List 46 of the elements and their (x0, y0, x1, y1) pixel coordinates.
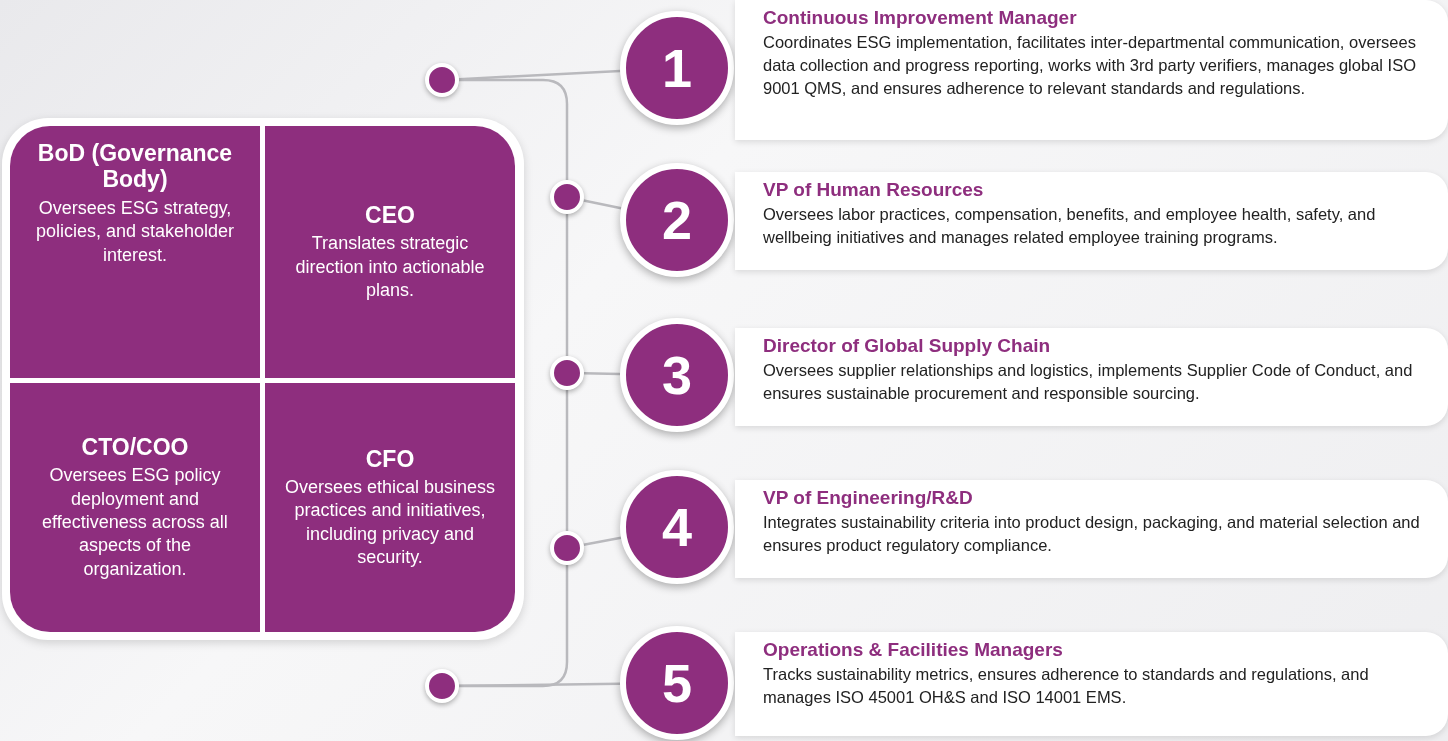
connector-line (565, 214, 569, 356)
role-card (735, 632, 1448, 736)
puzzle-piece (10, 383, 260, 632)
connector-dot (425, 669, 459, 703)
role-description: Integrates sustainability criteria into product design, packaging, and material selection and ensures product regulatory compliance. (763, 511, 1421, 556)
connector-line (583, 199, 622, 210)
connector-line (583, 372, 621, 376)
connector-dot (425, 63, 459, 97)
role-card (735, 328, 1448, 426)
role-card (735, 172, 1448, 270)
connector-dot (550, 531, 584, 565)
role-description: Oversees ethical business practices and initiatives, including privacy and security. (283, 475, 497, 570)
connector-line (458, 69, 621, 81)
role-title: Operations & Facilities Managers (763, 638, 1064, 662)
role-description: Translates strategic direction into actionable plans. (294, 232, 486, 302)
number-circle: 4 (620, 470, 734, 584)
number-circle: 5 (620, 626, 734, 740)
number-circle: 3 (620, 318, 734, 432)
role-title: CEO (365, 201, 415, 229)
role-title: CFO (365, 445, 415, 472)
role-description: Coordinates ESG implementation, facilitates inter-departmental communication, oversees data collection and progress reporting, works with 3rd party verifiers, manages global ISO 9001 QMS, and ensures adherence to relevant standards and regulations. (763, 31, 1417, 99)
number-circle: 2 (620, 163, 734, 277)
role-description: Tracks sustainability metrics, ensures adherence to standards and regulations, and manages ISO 45001 OH&S and ISO 14001 EMS. (763, 663, 1370, 708)
connector-line (565, 390, 569, 531)
role-description: Oversees labor practices, compensation, benefits, and employee health, safety, and wellbeing initiatives and manages related employee training programs. (763, 203, 1377, 248)
puzzle-piece (265, 126, 515, 378)
role-card (735, 480, 1448, 578)
connector-line (459, 78, 569, 180)
role-title: Continuous Improvement Manager (763, 6, 1078, 30)
role-card (735, 0, 1448, 140)
role-title: VP of Engineering/R&D (763, 486, 974, 510)
connector-line (459, 682, 620, 688)
role-description: Oversees ESG strategy, policies, and stakeholder interest. (34, 196, 236, 267)
role-title: VP of Human Resources (763, 178, 985, 202)
connector-dot (550, 180, 584, 214)
role-title: BoD (Governance Body) (36, 140, 234, 193)
puzzle-piece (10, 126, 260, 378)
puzzle-piece (265, 383, 515, 632)
connector-line (583, 536, 622, 547)
number-circle: 1 (620, 11, 734, 125)
connector-line (459, 565, 569, 688)
role-title: Director of Global Supply Chain (763, 334, 1052, 358)
connector-dot (550, 356, 584, 390)
role-title: CTO/COO (81, 433, 189, 461)
role-description: Oversees supplier relationships and logistics, implements Supplier Code of Conduct, and ensures sustainable procurement and responsible sourcing. (763, 359, 1414, 404)
role-description: Oversees ESG policy deployment and effectiveness across all aspects of the organization. (41, 464, 229, 581)
